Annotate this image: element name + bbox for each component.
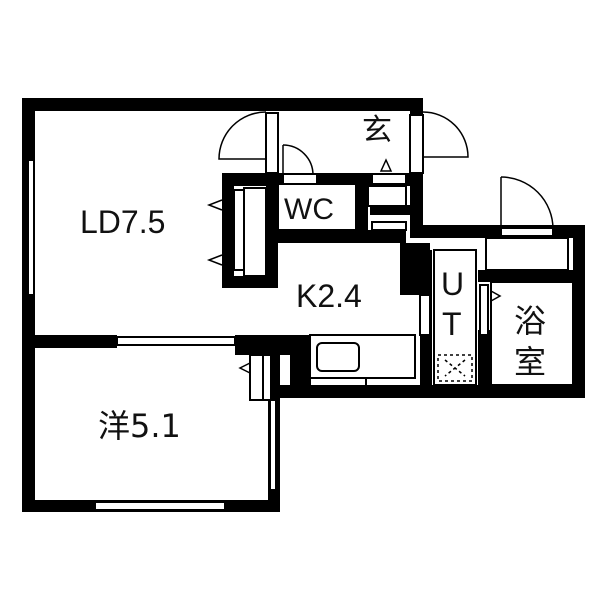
room-label-ut-u: U bbox=[441, 266, 465, 302]
room-label-bath-1: 浴 bbox=[514, 302, 547, 340]
window-western-right bbox=[269, 399, 277, 491]
room-label-ut-t: T bbox=[442, 306, 462, 342]
room-label-ld: LD7.5 bbox=[80, 204, 166, 240]
door-swing-icon bbox=[218, 111, 267, 160]
room-label-western: 洋5.1 bbox=[98, 407, 181, 445]
fixtures bbox=[27, 112, 574, 511]
window-ld bbox=[27, 159, 35, 296]
door-swings bbox=[206, 111, 554, 382]
bathroom bbox=[490, 281, 574, 386]
window-western bbox=[94, 501, 226, 511]
room-label-bath-2: 室 bbox=[514, 343, 547, 381]
door-swing-icon bbox=[422, 111, 469, 158]
room-label-kitchen: K2.4 bbox=[296, 278, 362, 314]
closet-door bbox=[233, 189, 245, 271]
utility-room bbox=[433, 249, 477, 386]
room-label-entrance: 玄 bbox=[362, 113, 392, 148]
window-ld-bottom bbox=[116, 336, 236, 346]
door-swing-icon bbox=[282, 144, 314, 176]
room-label-wc: WC bbox=[284, 193, 334, 226]
door-swing-icon bbox=[500, 176, 554, 230]
